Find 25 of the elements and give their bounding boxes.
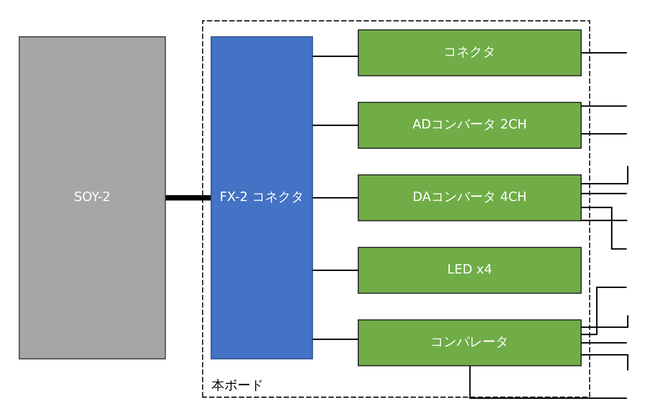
connector xyxy=(312,338,358,340)
connector xyxy=(580,105,626,107)
node-box: LED x4 xyxy=(357,246,582,294)
connector xyxy=(580,166,628,184)
node-box: SOY-2 xyxy=(18,36,166,360)
connector xyxy=(580,354,628,370)
connector xyxy=(312,197,358,198)
connector xyxy=(312,270,358,271)
connector xyxy=(580,192,626,194)
connector xyxy=(580,220,627,222)
connector xyxy=(580,133,626,135)
connector xyxy=(580,286,626,336)
connector xyxy=(580,342,626,344)
node-box: コンパレータ xyxy=(357,319,582,366)
node-box: FX-2 コネクタ xyxy=(210,36,312,360)
connector xyxy=(468,366,626,399)
connector xyxy=(580,52,626,54)
connector xyxy=(312,56,358,57)
connector xyxy=(580,206,626,250)
connector xyxy=(580,315,628,328)
connector xyxy=(165,195,210,200)
node-box: コネクタ xyxy=(357,29,582,76)
node-box: DAコンバータ 4CH xyxy=(357,174,582,222)
node-box: ADコンバータ 2CH xyxy=(357,102,582,149)
connector xyxy=(312,124,358,126)
